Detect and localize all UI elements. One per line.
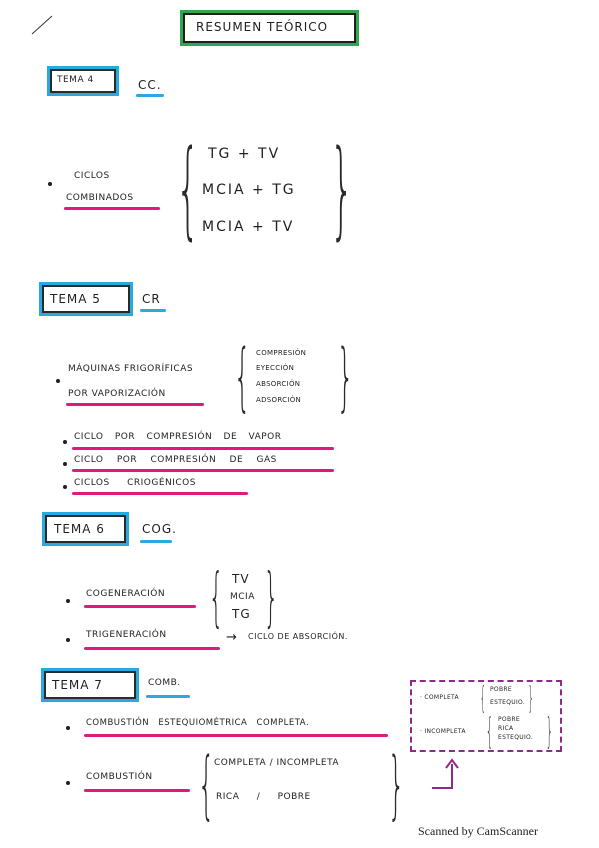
right-brace: } xyxy=(264,561,279,635)
side-note-box xyxy=(410,680,562,752)
note-completa-item-1: POBRE xyxy=(490,686,512,693)
tema4-box xyxy=(50,69,116,93)
tema6-abbr-underline xyxy=(140,540,172,543)
tema4-abbr-underline xyxy=(136,94,164,97)
tema6-cogen-underline xyxy=(84,605,196,608)
tema6-cogen-item-1: TV xyxy=(232,572,250,586)
tema4-topic-1: CICLOS xyxy=(74,171,110,181)
tema6-trigen: TRIGENERACIÓN xyxy=(86,630,167,640)
right-brace: } xyxy=(528,681,534,716)
left-brace: { xyxy=(198,742,215,828)
tema7-combustion: COMBUSTIÓN xyxy=(86,772,153,782)
tema6-label: TEMA 6 xyxy=(54,522,105,536)
tema6-abbr: COG. xyxy=(142,522,177,536)
right-brace: } xyxy=(330,127,354,250)
note-incompleta-item-1: POBRE xyxy=(498,716,520,723)
bullet xyxy=(63,462,67,466)
tema7-box xyxy=(44,671,136,699)
tema5-list-3: CICLOS CRIOGÉNICOS xyxy=(74,478,196,488)
up-arrow-icon xyxy=(432,758,459,789)
tema5-list-2-underline xyxy=(72,469,334,472)
tema5-topic-2: POR VAPORIZACIÓN xyxy=(68,389,166,399)
tema7-comb-item-2: RICA / POBRE xyxy=(216,792,311,802)
tema4-item-1: TG + TV xyxy=(208,146,281,162)
tema4-label: TEMA 4 xyxy=(57,75,94,85)
tema5-abbr-underline xyxy=(140,309,166,312)
tema5-item-4: ADSORCIÓN xyxy=(256,396,302,404)
right-brace: } xyxy=(388,742,405,828)
tema5-list-1-underline xyxy=(72,447,334,450)
bullet xyxy=(56,379,60,383)
bullet xyxy=(63,440,67,444)
tema4-abbr: CC. xyxy=(138,78,162,92)
bullet xyxy=(63,485,67,489)
tema5-box xyxy=(42,285,130,313)
tema5-topic-1: MÁQUINAS FRIGORÍFICAS xyxy=(68,364,194,374)
right-brace: } xyxy=(546,711,553,752)
left-brace: { xyxy=(480,681,486,716)
tema5-item-3: ABSORCIÓN xyxy=(256,380,301,388)
note-incompleta-item-3: ESTEQUIO. xyxy=(498,734,534,741)
tema5-list-3-underline xyxy=(72,492,248,495)
left-brace: { xyxy=(176,127,200,250)
tema6-trigen-target: CICLO DE ABSORCIÓN. xyxy=(248,632,348,641)
note-completa-item-2: ESTEQUIO. xyxy=(490,699,526,706)
tema6-cogen-item-3: TG xyxy=(232,607,251,621)
tema4-topic-2: COMBINADOS xyxy=(66,193,134,203)
tema7-combustion-underline xyxy=(84,789,190,792)
tema7-line1: COMBUSTIÓN ESTEQUIOMÉTRICA COMPLETA. xyxy=(86,718,310,728)
note-incompleta-item-2: RICA xyxy=(498,725,514,732)
tema7-abbr: COMB. xyxy=(148,678,181,688)
tema5-topic-underline xyxy=(66,403,204,406)
tema6-cogen: COGENERACIÓN xyxy=(86,589,166,599)
tema5-item-1: COMPRESIÓN xyxy=(256,349,307,357)
arrow-right-icon: → xyxy=(226,630,238,645)
tema6-trigen-underline xyxy=(84,647,220,650)
bullet xyxy=(66,638,70,642)
bullet xyxy=(66,599,70,603)
tema7-comb-item-1: COMPLETA / INCOMPLETA xyxy=(214,758,340,768)
tema5-list-1: CICLO POR COMPRESIÓN DE VAPOR xyxy=(74,432,282,442)
tema6-cogen-item-2: MCIA xyxy=(230,592,255,602)
tema7-label: TEMA 7 xyxy=(52,678,103,692)
tema4-item-3: MCIA + TV xyxy=(202,219,295,235)
tema7-line1-underline xyxy=(84,734,388,737)
note-completa: · COMPLETA xyxy=(420,694,459,701)
bullet xyxy=(66,726,70,730)
tema5-abbr: CR xyxy=(142,292,161,306)
pen-stroke-mark xyxy=(31,15,53,35)
scanner-watermark: Scanned by CamScanner xyxy=(418,824,538,838)
tema6-box xyxy=(45,515,126,543)
bullet xyxy=(48,182,52,186)
tema7-abbr-underline xyxy=(146,695,190,698)
left-brace: { xyxy=(486,711,493,752)
bullet xyxy=(66,781,70,785)
tema5-list-2: CICLO POR COMPRESIÓN DE GAS xyxy=(74,455,277,465)
tema4-topic-underline xyxy=(64,207,160,210)
page-title: RESUMEN TEÓRICO xyxy=(196,20,329,34)
tema4-item-2: MCIA + TG xyxy=(202,182,296,198)
left-brace: { xyxy=(209,561,224,635)
tema5-label: TEMA 5 xyxy=(50,292,101,306)
title-box xyxy=(183,13,356,43)
left-brace: { xyxy=(234,334,251,420)
note-incompleta: · INCOMPLETA xyxy=(420,728,466,735)
tema5-item-2: EYECCIÓN xyxy=(256,364,295,372)
right-brace: } xyxy=(337,334,354,420)
